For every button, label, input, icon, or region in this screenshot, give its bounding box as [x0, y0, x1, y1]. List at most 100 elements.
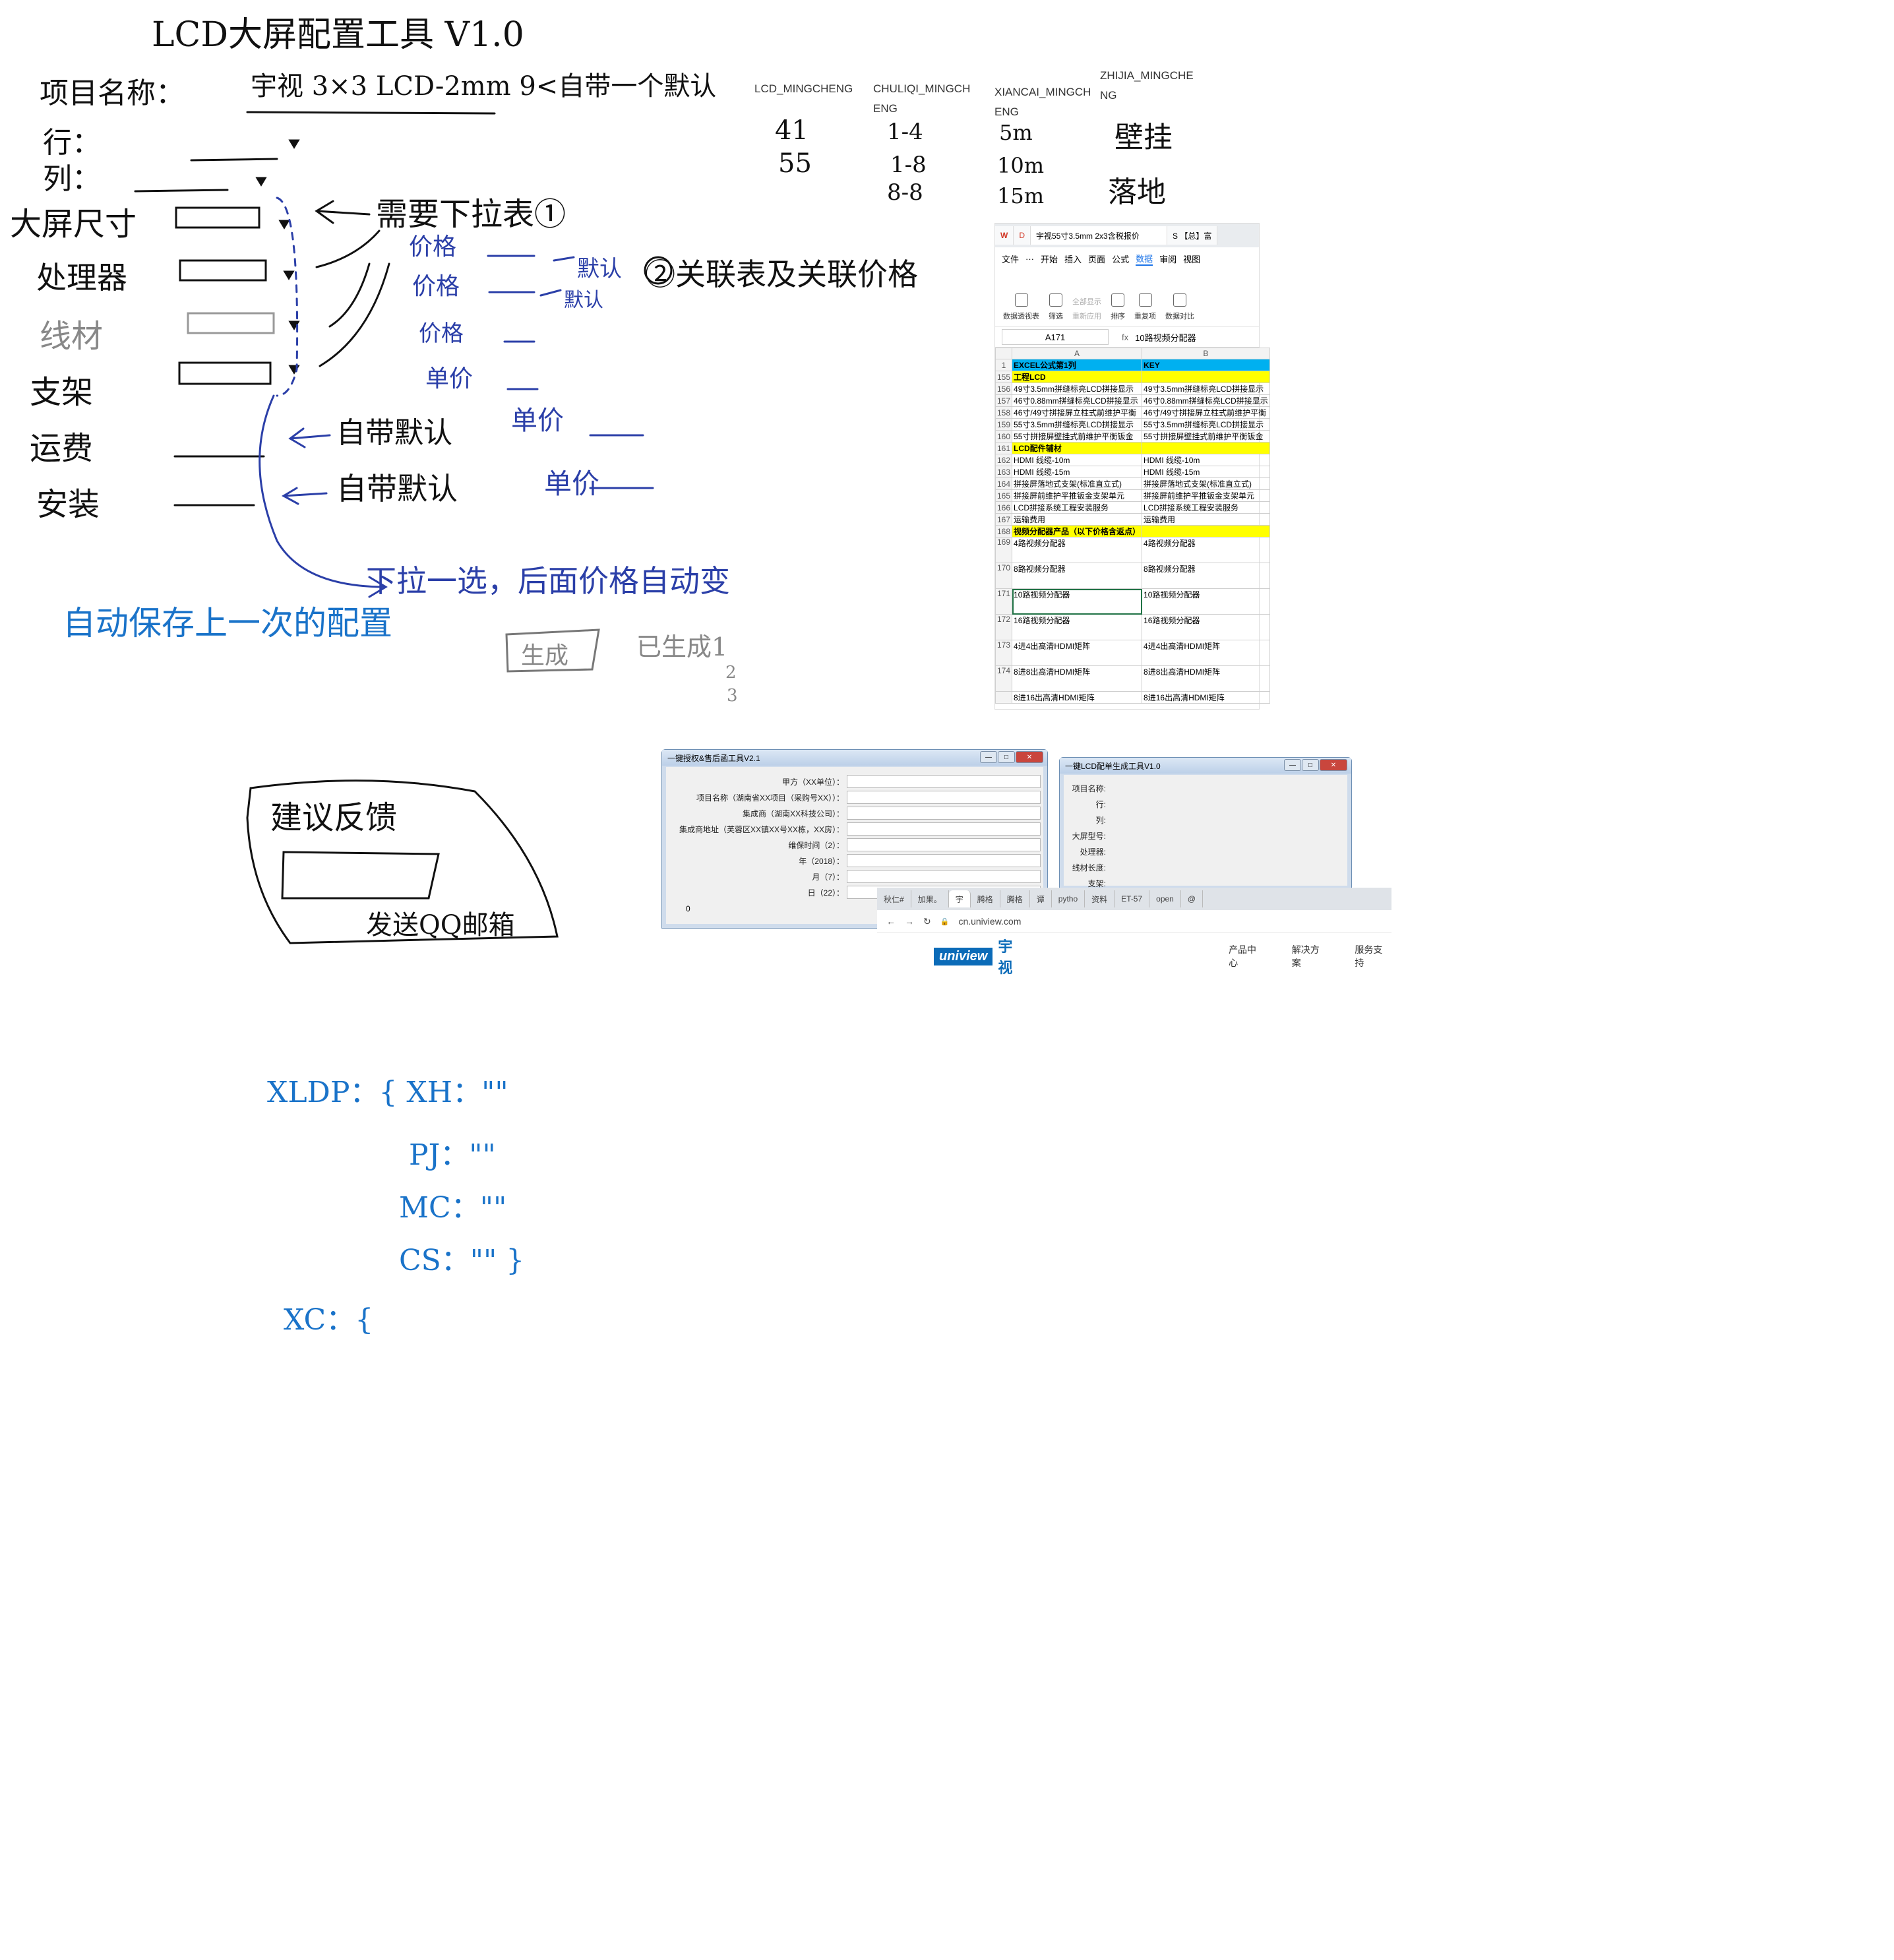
reload-icon[interactable]: ↻ — [923, 915, 931, 927]
cell-a[interactable]: 46寸0.88mm拼缝标亮LCD拼接显示 — [1012, 394, 1143, 407]
browser-tab[interactable]: 谭 — [1030, 890, 1052, 907]
auth-field-input[interactable] — [847, 791, 1041, 804]
cell-b[interactable] — [1142, 442, 1270, 454]
cell-b[interactable] — [1142, 371, 1270, 383]
cell-a[interactable]: 4路视频分配器 — [1012, 537, 1143, 563]
cell-a[interactable]: 16路视频分配器 — [1012, 614, 1143, 640]
uniview-logo[interactable]: uniview 宇视 — [934, 935, 1031, 977]
menu-review[interactable]: 审阅 — [1159, 254, 1177, 264]
cell-b[interactable]: LCD拼接系统工程安装服务 — [1142, 501, 1270, 514]
cell-a[interactable]: 工程LCD — [1012, 371, 1143, 383]
cell-a[interactable]: 拼接屏前维护平推钣金支架单元 — [1012, 489, 1143, 502]
cell-b[interactable]: 46寸/49寸拼接屏立柱式前维护平衡 — [1142, 406, 1270, 419]
menu-page[interactable]: 页面 — [1088, 254, 1106, 264]
menu-data[interactable]: 数据 — [1136, 252, 1153, 266]
browser-tab[interactable]: 宇 — [948, 890, 971, 907]
col-header-b[interactable]: B — [1142, 348, 1270, 359]
tab-active-file[interactable]: 宇视55寸3.5mm 2x3含税报价 — [1031, 226, 1167, 245]
menu-view[interactable]: 视图 — [1183, 254, 1201, 264]
cell-a[interactable]: 视频分配器产品（以下价格含返点） — [1012, 525, 1143, 537]
close-button[interactable]: ✕ — [1016, 751, 1043, 763]
auth-field-input[interactable] — [847, 775, 1041, 788]
minimize-button[interactable]: — — [1284, 759, 1301, 771]
duplicates-button[interactable]: 重复项 — [1134, 293, 1156, 321]
cell-a[interactable]: 49寸3.5mm拼缝标亮LCD拼接显示 — [1012, 383, 1143, 395]
nav-solutions[interactable]: 解决方案 — [1291, 944, 1320, 968]
cell-b[interactable]: 49寸3.5mm拼缝标亮LCD拼接显示 — [1142, 383, 1270, 395]
cell-b[interactable]: 8路视频分配器 — [1142, 563, 1270, 589]
browser-tab[interactable]: 资料 — [1085, 890, 1115, 907]
auth-field-input[interactable] — [847, 870, 1041, 883]
forward-icon[interactable]: → — [905, 916, 914, 927]
nav-support[interactable]: 服务支持 — [1355, 944, 1383, 968]
cell-a[interactable]: HDMI 线缆-15m — [1012, 466, 1143, 478]
tab-docer[interactable]: D — [1014, 226, 1031, 245]
cell-a[interactable]: EXCEL公式第1列 — [1012, 359, 1143, 371]
cell-a[interactable]: 拼接屏落地式支架(标准直立式) — [1012, 477, 1143, 490]
formula-content[interactable]: 10路视频分配器 — [1135, 332, 1196, 343]
cell-b[interactable]: 运输费用 — [1142, 513, 1270, 526]
auth-field-input[interactable] — [847, 838, 1041, 851]
tab-wps[interactable]: W — [995, 226, 1014, 245]
cell-a[interactable]: 8进16出高清HDMI矩阵 — [1012, 691, 1143, 704]
browser-tab[interactable]: 加果。 — [911, 890, 949, 907]
auth-field-input[interactable] — [847, 807, 1041, 820]
browser-tab[interactable]: @ — [1181, 890, 1204, 907]
menu-home[interactable]: 开始 — [1041, 254, 1058, 264]
cell-a[interactable]: 10路视频分配器 — [1012, 588, 1143, 615]
url-text[interactable]: cn.uniview.com — [958, 916, 1022, 927]
cell-b[interactable] — [1142, 525, 1270, 537]
show-all-button[interactable]: 全部显示重新应用 — [1072, 298, 1101, 321]
back-icon[interactable]: ← — [886, 916, 896, 927]
cell-a[interactable]: LCD配件辅材 — [1012, 442, 1143, 454]
cell-b[interactable]: KEY — [1142, 359, 1270, 371]
feedback-send[interactable]: 发送QQ邮箱 — [366, 910, 515, 940]
menu-formula[interactable]: 公式 — [1112, 254, 1130, 264]
cell-a[interactable]: 55寸拼接屏壁挂式前维护平衡钣金 — [1012, 430, 1143, 443]
menu-file[interactable]: 文件 — [1002, 254, 1020, 264]
sort-button[interactable]: 排序 — [1111, 293, 1125, 321]
close-button[interactable]: ✕ — [1320, 759, 1347, 771]
cell-b[interactable]: HDMI 线缆-15m — [1142, 466, 1270, 478]
cell-a[interactable]: 8进8出高清HDMI矩阵 — [1012, 665, 1143, 692]
cell-b[interactable]: 拼接屏落地式支架(标准直立式) — [1142, 477, 1270, 490]
auth-field-input[interactable] — [847, 822, 1041, 836]
pivot-table-button[interactable]: 数据透视表 — [1003, 293, 1039, 321]
name-box[interactable]: A171 — [1002, 329, 1109, 345]
browser-tab[interactable]: open — [1149, 890, 1181, 907]
maximize-button[interactable]: □ — [998, 751, 1015, 763]
filter-button[interactable]: 筛选 — [1049, 293, 1063, 321]
generate-button[interactable]: 生成 — [521, 642, 569, 669]
cell-a[interactable]: 46寸/49寸拼接屏立柱式前维护平衡 — [1012, 406, 1143, 419]
cell-b[interactable]: 16路视频分配器 — [1142, 614, 1270, 640]
cell-b[interactable]: 8进16出高清HDMI矩阵 — [1142, 691, 1270, 704]
browser-tab[interactable]: 腾格 — [1000, 890, 1030, 907]
menu-insert[interactable]: 插入 — [1064, 254, 1082, 264]
cell-b[interactable]: 拼接屏前维护平推钣金支架单元 — [1142, 489, 1270, 502]
auth-field-input[interactable] — [847, 854, 1041, 867]
cell-b[interactable]: 4进4出高清HDMI矩阵 — [1142, 640, 1270, 666]
browser-tab[interactable]: pytho — [1052, 890, 1085, 907]
cell-b[interactable]: 10路视频分配器 — [1142, 588, 1270, 615]
cell-a[interactable]: 4进4出高清HDMI矩阵 — [1012, 640, 1143, 666]
menu-more[interactable]: ··· — [1025, 253, 1035, 264]
col-header-a[interactable]: A — [1012, 348, 1143, 359]
cell-a[interactable]: HDMI 线缆-10m — [1012, 454, 1143, 466]
cell-a[interactable]: LCD拼接系统工程安装服务 — [1012, 501, 1143, 514]
cell-b[interactable]: 46寸0.88mm拼缝标亮LCD拼接显示 — [1142, 394, 1270, 407]
cell-a[interactable]: 8路视频分配器 — [1012, 563, 1143, 589]
cell-a[interactable]: 运输费用 — [1012, 513, 1143, 526]
nav-products[interactable]: 产品中心 — [1229, 944, 1257, 968]
tab-total-file[interactable]: S 【总】富 — [1167, 226, 1218, 245]
minimize-button[interactable]: — — [980, 751, 997, 763]
browser-tab[interactable]: 腾格 — [971, 890, 1000, 907]
cell-b[interactable]: 8进8出高清HDMI矩阵 — [1142, 665, 1270, 692]
maximize-button[interactable]: □ — [1302, 759, 1319, 771]
cell-a[interactable]: 55寸3.5mm拼缝标亮LCD拼接显示 — [1012, 418, 1143, 431]
cell-b[interactable]: 55寸3.5mm拼缝标亮LCD拼接显示 — [1142, 418, 1270, 431]
cell-b[interactable]: 55寸拼接屏壁挂式前维护平衡钣金 — [1142, 430, 1270, 443]
cell-b[interactable]: 4路视频分配器 — [1142, 537, 1270, 563]
browser-tab[interactable]: 秋仁# — [877, 890, 911, 907]
data-compare-button[interactable]: 数据对比 — [1165, 293, 1194, 321]
browser-tab[interactable]: ET-57 — [1115, 890, 1150, 907]
